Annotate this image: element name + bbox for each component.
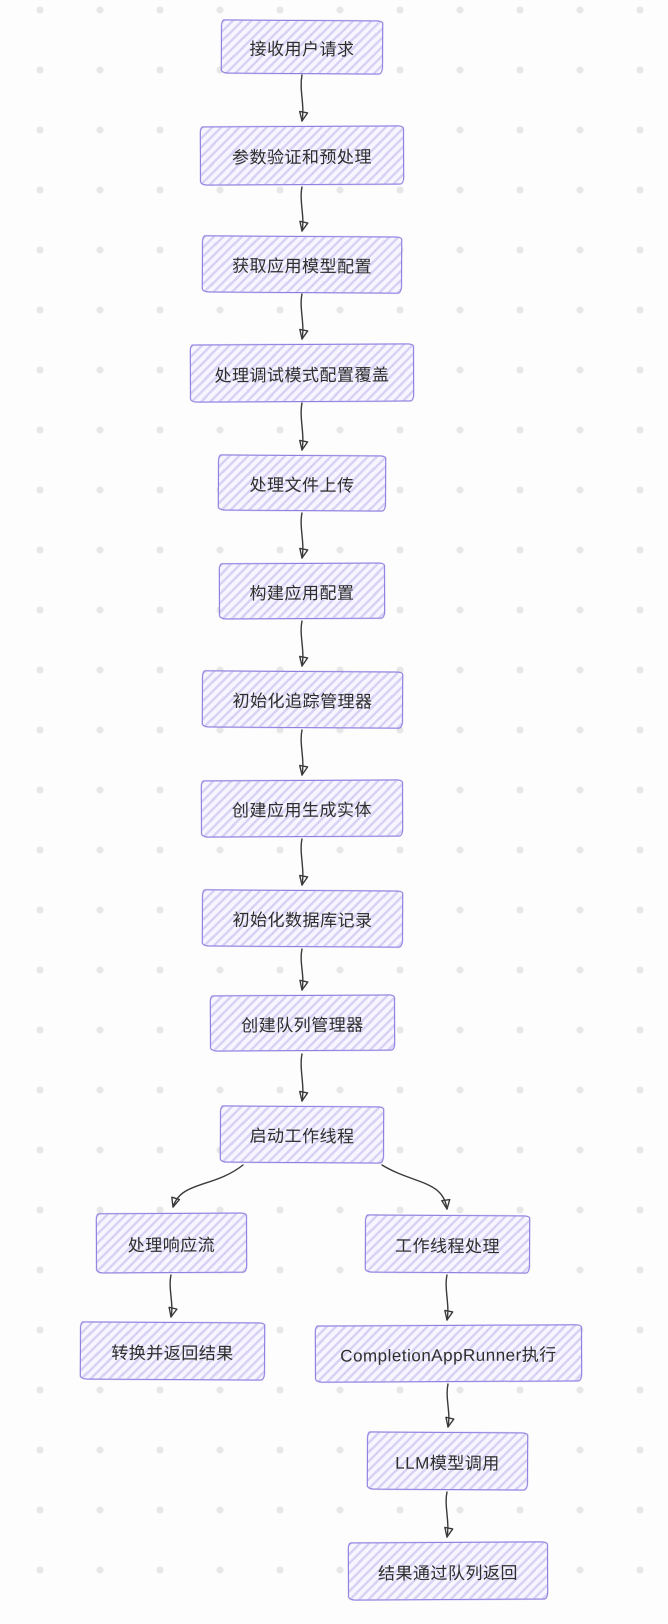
- flow-node-label: CompletionAppRunner执行: [340, 1345, 557, 1366]
- edge-debug-to-file-upload: [299, 402, 309, 451]
- edge-trace-to-entity: [299, 729, 309, 776]
- flow-node-label: 创建应用生成实体: [231, 800, 373, 821]
- flow-node-init-db-record: 初始化数据库记录: [201, 889, 404, 948]
- edge-thread-to-app-runner: [444, 1274, 454, 1321]
- flow-node-debug-config-override: 处理调试模式配置覆盖: [189, 343, 415, 403]
- edge-stream-to-return-result: [168, 1274, 178, 1318]
- flow-node-label: 接收用户请求: [249, 39, 355, 59]
- flow-node-label: 工作线程处理: [394, 1236, 501, 1256]
- flow-node-handle-response-stream: 处理响应流: [95, 1212, 248, 1274]
- flow-node-start-worker-thread: 启动工作线程: [219, 1105, 385, 1164]
- flow-node-label: 处理文件上传: [249, 475, 355, 495]
- edge-build-to-trace: [299, 620, 309, 667]
- flow-node-label: LLM模型调用: [395, 1453, 500, 1473]
- flow-node-label: 获取应用模型配置: [231, 256, 373, 277]
- flow-node-result-via-queue: 结果通过队列返回: [347, 1541, 549, 1601]
- edge-db-to-queue-manager: [299, 948, 309, 991]
- flow-node-completion-app-runner: CompletionAppRunner执行: [314, 1324, 583, 1383]
- edge-queue-manager-to-worker: [299, 1053, 309, 1102]
- flow-node-validate-params: 参数验证和预处理: [199, 125, 405, 186]
- flow-node-init-trace-manager: 初始化追踪管理器: [201, 670, 404, 729]
- flow-node-receive-request: 接收用户请求: [220, 19, 384, 75]
- flow-node-label: 构建应用配置: [249, 583, 355, 603]
- edge-file-upload-to-build: [299, 512, 309, 559]
- flow-node-label: 结果通过队列返回: [377, 1563, 519, 1583]
- flow-node-label: 转换并返回结果: [111, 1343, 234, 1363]
- edge-entity-to-db: [299, 838, 309, 886]
- flow-node-label: 处理响应流: [127, 1235, 216, 1255]
- flow-node-label: 参数验证和预处理: [231, 147, 373, 168]
- flow-node-transform-return-result: 转换并返回结果: [79, 1321, 266, 1381]
- flow-node-create-queue-manager: 创建队列管理器: [209, 994, 396, 1052]
- flow-node-llm-model-call: LLM模型调用: [366, 1431, 529, 1491]
- edge-app-runner-to-llm: [445, 1383, 455, 1428]
- flow-node-label: 启动工作线程: [249, 1126, 355, 1147]
- flow-node-fetch-model-config: 获取应用模型配置: [201, 235, 403, 294]
- flow-node-worker-thread-process: 工作线程处理: [364, 1214, 531, 1274]
- flow-node-label: 处理调试模式配置覆盖: [214, 365, 390, 385]
- flow-node-label: 初始化追踪管理器: [232, 691, 373, 712]
- flow-node-label: 创建队列管理器: [241, 1015, 364, 1035]
- edge-receive-to-validate: [299, 74, 309, 122]
- edge-fetch-config-to-debug: [299, 293, 309, 340]
- edge-worker-to-thread-process: [381, 1164, 451, 1210]
- edge-worker-to-response-stream: [171, 1164, 244, 1208]
- edge-llm-to-queue-return: [444, 1491, 454, 1538]
- flow-node-file-upload: 处理文件上传: [217, 454, 387, 512]
- flow-node-create-generate-entity: 创建应用生成实体: [200, 779, 404, 838]
- flow-node-build-app-config: 构建应用配置: [218, 562, 386, 620]
- flow-node-label: 初始化数据库记录: [232, 910, 373, 931]
- edge-validate-to-fetch-config: [299, 186, 309, 232]
